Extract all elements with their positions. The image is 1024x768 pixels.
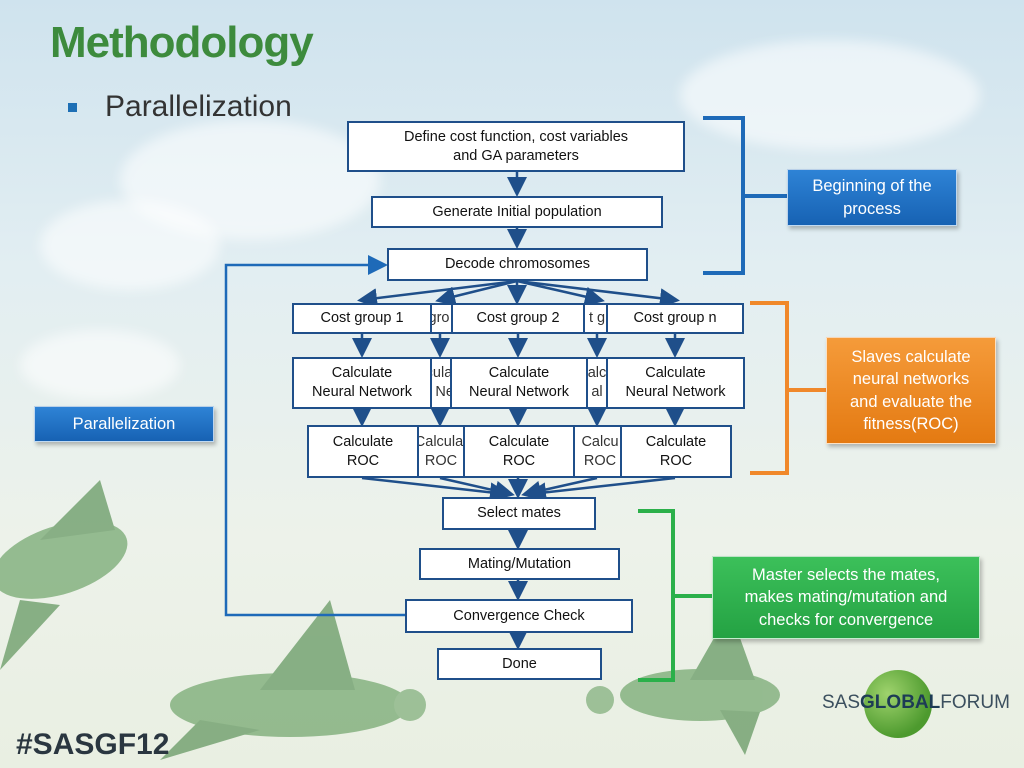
sas-global-forum-logo: SASGLOBALFORUM — [822, 668, 1012, 740]
generate-population-box: Generate Initial population — [371, 196, 663, 228]
slaves-line-2: neural networks — [852, 370, 970, 389]
calc-nn-1-box: Calculate Neural Network — [292, 357, 432, 409]
cost-group-n-box: Cost group n — [606, 303, 744, 334]
calc-roc-1-line-1: Calculate — [332, 433, 394, 450]
calc-roc-partial-a2: ROC — [424, 452, 458, 469]
slaves-callout: Slaves calculate neural networks and eva… — [826, 337, 996, 444]
master-line-1: Master selects the mates, — [751, 566, 940, 585]
calc-roc-2-box: Calculate ROC — [463, 425, 575, 478]
cost-group-2-box: Cost group 2 — [451, 303, 585, 334]
slaves-line-3: and evaluate the — [849, 392, 973, 411]
slaves-line-4: fitness(ROC) — [863, 414, 959, 433]
calc-nn-1-line-2: Neural Network — [312, 384, 412, 400]
logo-forum: FORUM — [940, 692, 1010, 713]
parallelization-callout: Parallelization — [34, 406, 214, 442]
define-cost-function-box: Define cost function, cost variables and… — [347, 121, 685, 172]
done-box: Done — [437, 648, 602, 680]
calc-nn-2-line-2: Neural Network — [469, 384, 569, 400]
calc-roc-n-line-2: ROC — [659, 452, 693, 469]
bullet-square-icon — [68, 102, 77, 112]
calc-nn-n-line-2: Neural Network — [625, 384, 726, 400]
bullet-text: Parallelization — [105, 90, 292, 123]
calc-nn-partial-b2: al — [591, 384, 603, 400]
select-mates-box: Select mates — [442, 497, 596, 530]
bullet-item: Parallelization — [68, 90, 292, 124]
define-line-1: Define cost function, cost variables — [403, 128, 629, 145]
calc-roc-partial-a1: Calculat — [414, 433, 468, 450]
calc-nn-2-box: Calculate Neural Network — [450, 357, 588, 409]
calc-roc-2-line-2: ROC — [502, 452, 536, 469]
beginning-callout: Beginning of the process — [787, 169, 957, 226]
calc-nn-n-box: Calculate Neural Network — [606, 357, 745, 409]
master-callout: Master selects the mates, makes mating/m… — [712, 556, 980, 639]
define-line-2: and GA parameters — [453, 147, 579, 164]
cost-group-partial-2: t g — [588, 310, 606, 327]
logo-global: GLOBAL — [860, 692, 941, 713]
logo-sas: SAS — [822, 692, 861, 713]
calc-nn-n-line-1: Calculate — [645, 365, 706, 382]
calc-nn-1-line-1: Calculate — [331, 365, 393, 382]
beginning-line-2: process — [843, 199, 901, 218]
turtle-bottom-left-icon — [160, 600, 426, 760]
master-line-3: checks for convergence — [758, 610, 934, 629]
cost-group-1-box: Cost group 1 — [292, 303, 432, 334]
turtle-left-icon — [0, 480, 128, 670]
calc-roc-2-line-1: Calculate — [488, 433, 550, 450]
calc-nn-partial-a2: l Ne — [428, 384, 454, 400]
event-hashtag: #SASGF12 — [16, 728, 170, 761]
convergence-check-box: Convergence Check — [405, 599, 633, 633]
calc-roc-1-line-2: ROC — [346, 452, 380, 469]
page-title: Methodology — [50, 18, 314, 67]
slaves-line-1: Slaves calculate — [851, 347, 971, 366]
cost-group-partial-1: gro — [428, 310, 450, 327]
calc-roc-partial-b1: Calcu — [581, 433, 619, 450]
mating-mutation-box: Mating/Mutation — [419, 548, 620, 580]
calc-roc-partial-b2: ROC — [583, 452, 617, 469]
decode-chromosomes-box: Decode chromosomes — [387, 248, 648, 281]
globe-icon — [864, 670, 932, 738]
calc-nn-2-line-1: Calculate — [488, 365, 550, 382]
calc-roc-hidden-1: Calculat ROC — [412, 425, 470, 478]
logo-text: SASGLOBALFORUM — [822, 692, 1010, 714]
calc-roc-n-line-1: Calculate — [645, 433, 707, 450]
beginning-line-1: Beginning of the — [812, 177, 932, 196]
calc-roc-1-box: Calculate ROC — [307, 425, 419, 478]
calc-nn-partial-b1: alc — [587, 365, 607, 382]
calc-roc-n-box: Calculate ROC — [620, 425, 732, 478]
master-line-2: makes mating/mutation and — [744, 588, 948, 607]
calc-nn-partial-a1: culat — [425, 365, 457, 382]
